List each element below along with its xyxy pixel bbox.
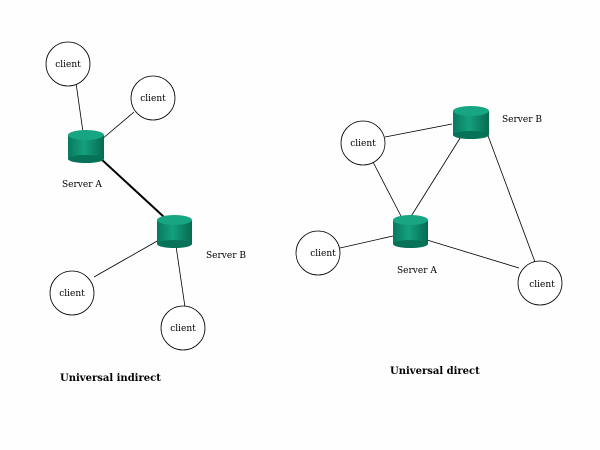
server-label: Server A: [397, 266, 437, 276]
server-node: [453, 106, 489, 139]
circle-node-icon: [45, 41, 91, 87]
client-label: client: [310, 249, 336, 259]
client-node: client: [295, 230, 341, 276]
client-node: client: [517, 260, 563, 306]
client-node: client: [49, 270, 95, 316]
circle-node-icon: [517, 260, 563, 306]
link-serverA-client3: [426, 239, 520, 269]
client-node: client: [340, 120, 386, 166]
client-node: client: [160, 305, 206, 351]
server-label: Server A: [62, 180, 102, 190]
server-node: [393, 215, 428, 248]
client-label: client: [350, 139, 376, 149]
client-label: client: [140, 94, 166, 104]
client-label: client: [55, 60, 81, 70]
database-cylinder-icon: [453, 106, 489, 139]
database-cylinder-icon: [68, 130, 104, 163]
circle-node-icon: [340, 120, 386, 166]
link-client2-serverA: [100, 111, 135, 141]
database-cylinder-icon: [157, 215, 192, 248]
link-serverB-client3: [486, 132, 536, 263]
link-serverA-serverB: [99, 157, 165, 218]
database-cylinder-icon: [393, 215, 428, 248]
link-serverB-client3: [93, 239, 160, 278]
circle-node-icon: [130, 75, 176, 121]
link-client1-serverA: [372, 161, 403, 219]
client-label: client: [170, 324, 196, 334]
server-node: [157, 215, 192, 248]
circle-node-icon: [49, 270, 95, 316]
link-serverB-client4: [175, 245, 186, 308]
link-client1-serverB: [384, 123, 453, 138]
diagram-universal-direct: client client client Server B Se: [295, 106, 563, 377]
server-label: Server B: [502, 115, 542, 125]
link-client2-serverA: [339, 235, 394, 249]
diagram-universal-indirect: client client client client Server A: [45, 41, 246, 384]
link-serverA-serverB: [409, 134, 463, 219]
client-label: client: [59, 289, 85, 299]
circle-node-icon: [295, 230, 341, 276]
diagram-caption: Universal indirect: [60, 373, 161, 384]
client-label: client: [529, 280, 555, 290]
circle-node-icon: [160, 305, 206, 351]
server-label: Server B: [206, 251, 246, 261]
client-node: client: [45, 41, 91, 87]
diagram-caption: Universal direct: [390, 366, 480, 377]
server-node: [68, 130, 104, 163]
client-node: client: [130, 75, 176, 121]
link-client1-serverA: [75, 82, 84, 133]
